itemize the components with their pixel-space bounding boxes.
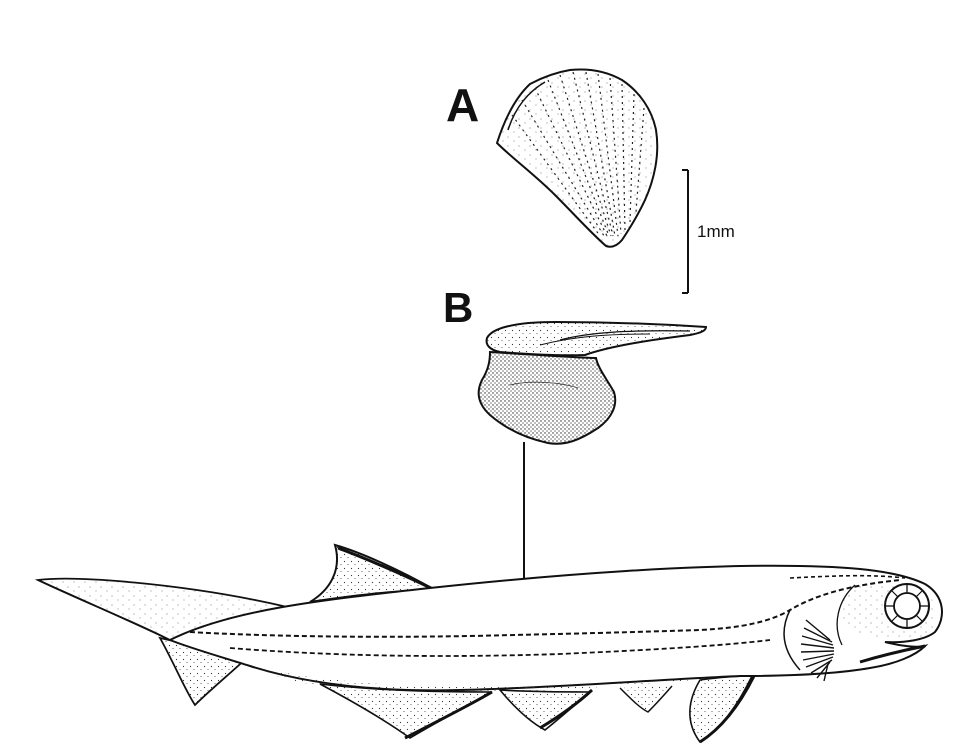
- fish-drawing: [34, 543, 943, 744]
- scale-bar-label: 1mm: [697, 222, 735, 241]
- anal-fin: [319, 683, 493, 739]
- mouth: [859, 644, 926, 664]
- label-a: A: [446, 79, 480, 131]
- gill-rakers: [800, 619, 835, 682]
- scale-bar: [682, 169, 689, 294]
- label-b: B: [443, 284, 474, 331]
- scale-a-outline: [495, 68, 659, 248]
- lateral-line: [189, 579, 901, 638]
- intermediate-spine: [619, 685, 673, 713]
- scale-b-crown: [485, 320, 708, 357]
- scale-b-drawing: [477, 320, 708, 445]
- scale-b-base: [477, 350, 617, 445]
- scale-a-ridges: [511, 71, 645, 237]
- scale-a-drawing: [495, 68, 659, 248]
- pectoral-fin: [689, 675, 754, 744]
- eye: [884, 583, 930, 629]
